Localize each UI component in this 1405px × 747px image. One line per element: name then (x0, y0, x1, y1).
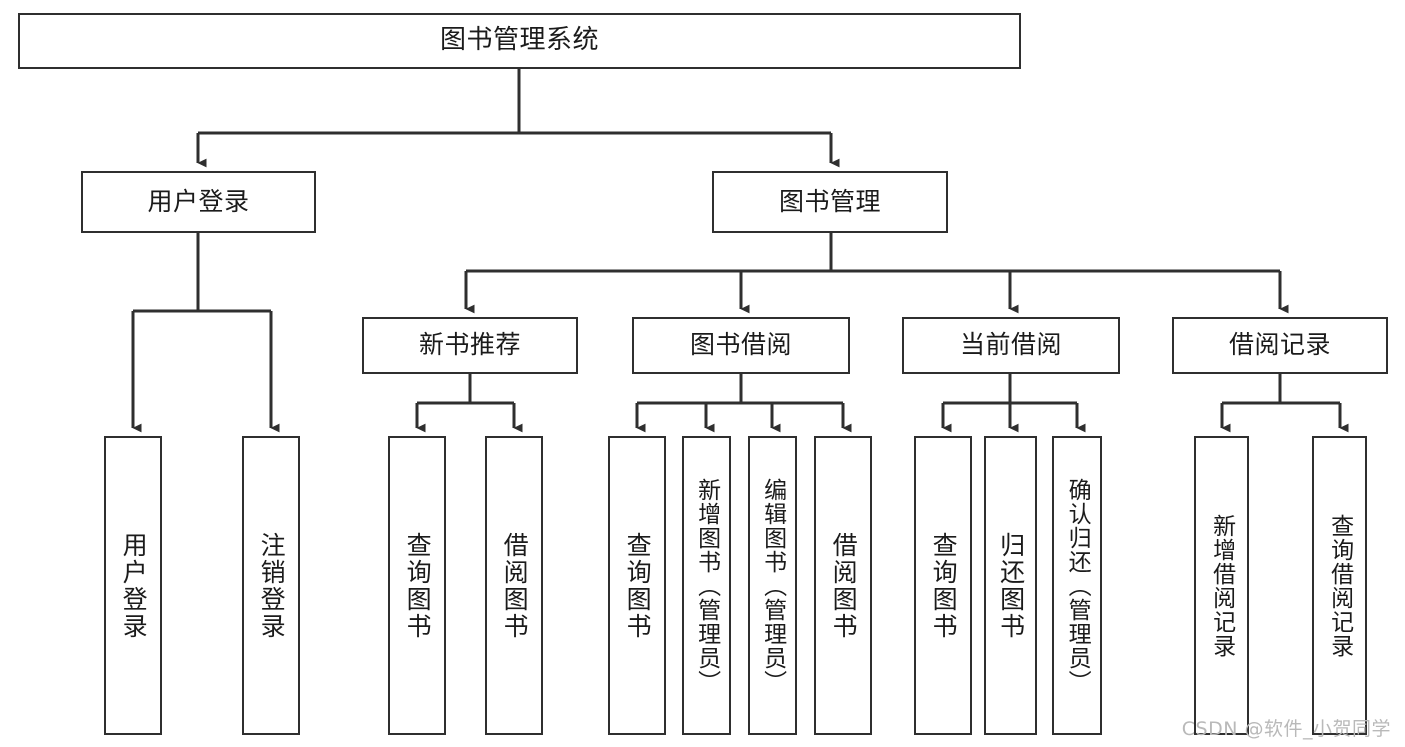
leaf-record-add-borrow-record[interactable]: 新增借阅记录 (1194, 436, 1249, 735)
node-current-borrow[interactable]: 当前借阅 (902, 317, 1120, 374)
csdn-watermark: CSDN @软件_小贺同学 (1181, 718, 1391, 740)
leaf-user-login-signin[interactable]: 用户登录 (104, 436, 162, 735)
leaf-user-login-signout[interactable]: 注销登录 (242, 436, 300, 735)
node-label: 编辑图书（管理员） (759, 477, 786, 694)
node-label: 注销登录 (257, 531, 287, 640)
node-label: 图书借阅 (689, 330, 792, 360)
leaf-recommend-borrow-book[interactable]: 借阅图书 (485, 436, 543, 735)
leaf-borrow-edit-book-admin[interactable]: 编辑图书（管理员） (748, 436, 797, 735)
node-label: 用户登录 (119, 531, 149, 640)
node-label: 查询借阅记录 (1326, 513, 1353, 658)
node-label: 新书推荐 (418, 330, 521, 360)
node-borrow-record[interactable]: 借阅记录 (1172, 317, 1388, 374)
leaf-borrow-add-book-admin[interactable]: 新增图书（管理员） (682, 436, 731, 735)
node-label: 借阅记录 (1228, 330, 1331, 360)
node-label: 用户登录 (147, 186, 250, 216)
node-book-borrow[interactable]: 图书借阅 (632, 317, 850, 374)
leaf-recommend-query-book[interactable]: 查询图书 (388, 436, 446, 735)
node-root-system[interactable]: 图书管理系统 (18, 13, 1021, 69)
node-user-login[interactable]: 用户登录 (81, 171, 316, 233)
node-label: 图书管理系统 (439, 25, 599, 56)
node-label: 查询图书 (623, 531, 653, 640)
leaf-current-query-book[interactable]: 查询图书 (914, 436, 972, 735)
node-label: 查询图书 (403, 531, 433, 640)
node-label: 新增借阅记录 (1208, 513, 1235, 658)
node-label: 图书管理 (778, 186, 881, 216)
node-label: 查询图书 (929, 531, 959, 640)
node-book-management[interactable]: 图书管理 (712, 171, 948, 233)
node-label: 归还图书 (996, 531, 1026, 640)
leaf-record-query-borrow-record[interactable]: 查询借阅记录 (1312, 436, 1367, 735)
node-label: 当前借阅 (959, 330, 1062, 360)
leaf-borrow-borrow-book[interactable]: 借阅图书 (814, 436, 872, 735)
node-label: 新增图书（管理员） (693, 477, 720, 694)
leaf-current-return-book[interactable]: 归还图书 (984, 436, 1037, 735)
leaf-borrow-query-book[interactable]: 查询图书 (608, 436, 666, 735)
node-label: 借阅图书 (829, 531, 859, 640)
node-label: 借阅图书 (500, 531, 530, 640)
leaf-current-confirm-return-admin[interactable]: 确认归还（管理员） (1052, 436, 1102, 735)
node-label: 确认归还（管理员） (1064, 477, 1091, 694)
node-new-book-recommend[interactable]: 新书推荐 (362, 317, 578, 374)
